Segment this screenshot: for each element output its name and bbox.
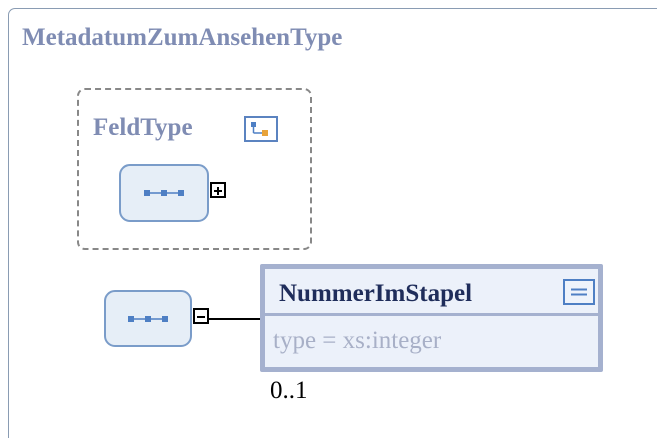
- collapse-minus-icon[interactable]: [193, 308, 209, 324]
- sequence-compositor[interactable]: [104, 290, 192, 347]
- sequence-icon: [144, 190, 184, 196]
- simple-type-icon: [563, 279, 595, 305]
- sequence-compositor[interactable]: [119, 164, 209, 222]
- cardinality-label: 0..1: [270, 377, 308, 404]
- element-box[interactable]: [260, 264, 603, 372]
- complex-type-icon: [244, 116, 278, 142]
- element-type: type = xs:integer: [273, 327, 442, 354]
- connector-line: [209, 318, 261, 320]
- complex-type-frame: [8, 8, 657, 438]
- sequence-icon: [128, 315, 168, 322]
- group-title: FeldType: [93, 114, 193, 141]
- element-name: NummerImStapel: [279, 280, 473, 307]
- group-box: [77, 88, 312, 250]
- complex-type-title: MetadatumZumAnsehenType: [22, 24, 343, 51]
- expand-plus-icon[interactable]: [210, 182, 226, 198]
